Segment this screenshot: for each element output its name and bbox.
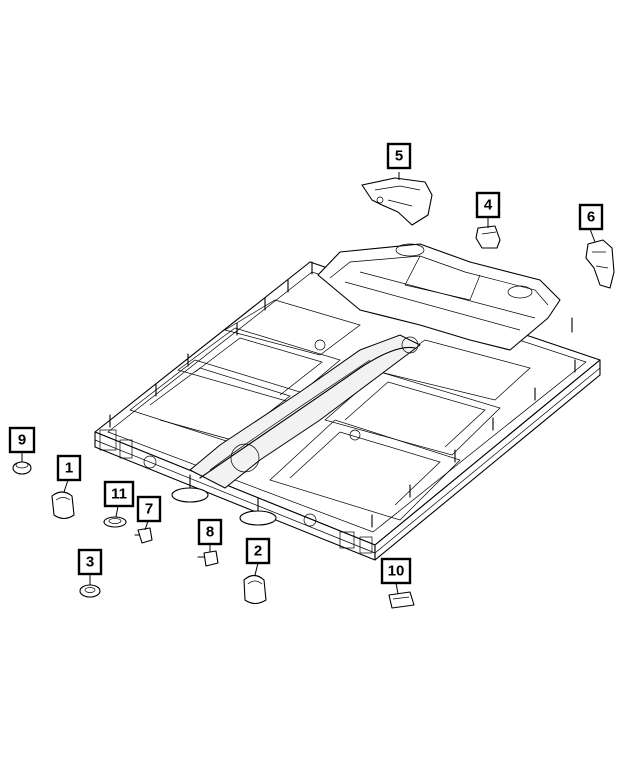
callout-6-label: 6 bbox=[587, 209, 595, 226]
callout-10-label: 10 bbox=[388, 563, 405, 580]
part-4-clip bbox=[475, 225, 501, 249]
callout-4: 4 bbox=[475, 191, 501, 219]
part-3-grommet bbox=[79, 584, 101, 598]
battery-tray-assembly bbox=[94, 243, 601, 561]
callout-7-label: 7 bbox=[145, 501, 153, 518]
callout-2: 2 bbox=[245, 537, 271, 565]
part-1-cover bbox=[51, 491, 75, 520]
part-2-cover bbox=[243, 574, 267, 605]
callout-6: 6 bbox=[578, 203, 604, 231]
callout-10: 10 bbox=[380, 557, 412, 585]
callout-9: 9 bbox=[8, 426, 36, 454]
mounting-studs bbox=[109, 261, 576, 528]
callout-8-label: 8 bbox=[206, 524, 214, 541]
callout-5: 5 bbox=[386, 142, 412, 170]
part-8-connector bbox=[197, 550, 219, 567]
leader-lines bbox=[21, 172, 596, 595]
callout-1: 1 bbox=[56, 454, 82, 482]
callout-4-label: 4 bbox=[484, 197, 493, 214]
callout-2-label: 2 bbox=[254, 543, 262, 560]
part-10-plate bbox=[388, 591, 415, 609]
callout-5-label: 5 bbox=[395, 148, 403, 165]
callout-3: 3 bbox=[77, 548, 103, 576]
part-6-bracket bbox=[585, 239, 615, 289]
part-11-grommet bbox=[103, 516, 127, 528]
part-9-cap bbox=[12, 461, 32, 475]
callout-11: 11 bbox=[103, 480, 135, 508]
callout-1-label: 1 bbox=[65, 460, 73, 477]
callout-11-label: 11 bbox=[111, 486, 127, 503]
part-5-bracket bbox=[361, 177, 433, 226]
callout-3-label: 3 bbox=[86, 554, 94, 571]
callout-8: 8 bbox=[197, 518, 223, 546]
part-7-connector bbox=[134, 527, 153, 544]
callout-9-label: 9 bbox=[18, 432, 26, 449]
callout-7: 7 bbox=[136, 495, 162, 523]
